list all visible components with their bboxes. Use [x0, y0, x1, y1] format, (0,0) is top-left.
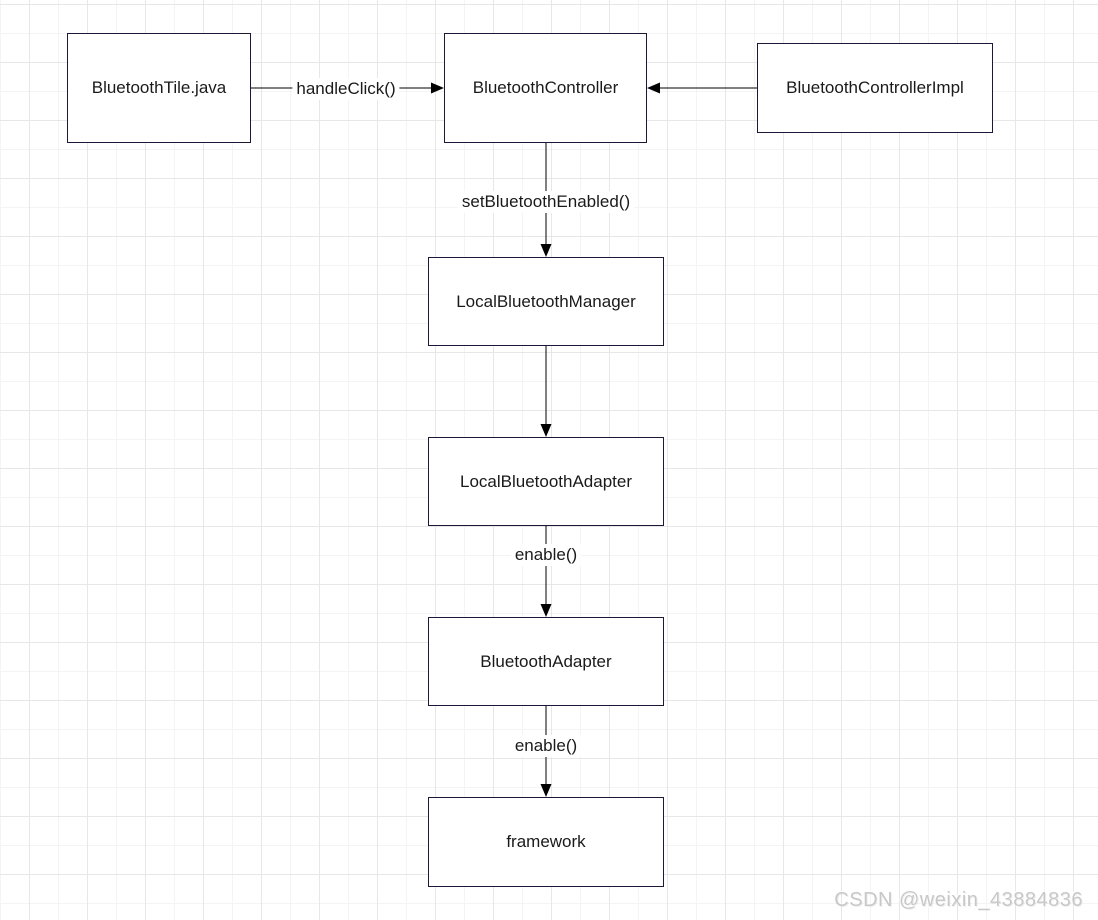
node-bluetooth-controller: BluetoothController: [444, 33, 647, 143]
arrowhead-right-icon: [431, 82, 444, 94]
arrowhead-down-icon: [540, 604, 552, 617]
edge-label-setbluetoothenabled: setBluetoothEnabled(): [457, 191, 635, 213]
node-label: BluetoothController: [472, 78, 619, 97]
node-label: BluetoothAdapter: [480, 651, 612, 671]
node-local-bluetooth-adapter: LocalBluetoothAdapter: [428, 437, 664, 526]
node-label: BluetoothTile.java: [91, 78, 227, 97]
csdn-watermark: CSDN @weixin_43884836: [834, 889, 1083, 911]
arrowhead-down-icon: [540, 784, 552, 797]
arrowhead-left-icon: [647, 82, 660, 94]
node-bluetooth-controller-impl: BluetoothControllerImpl: [757, 43, 993, 133]
arrowhead-down-icon: [540, 244, 552, 257]
node-framework: framework: [428, 797, 664, 887]
edge-label-handleclick: handleClick(): [292, 78, 400, 100]
node-local-bluetooth-manager: LocalBluetoothManager: [428, 257, 664, 346]
node-label: LocalBluetoothManager: [456, 291, 636, 311]
node-label: LocalBluetoothAdapter: [459, 471, 633, 491]
arrowhead-down-icon: [540, 424, 552, 437]
node-label: framework: [506, 832, 586, 851]
edge-label-enable-1: enable(): [510, 544, 582, 566]
edge-label-enable-2: enable(): [510, 735, 582, 757]
node-label: BluetoothControllerImpl: [786, 78, 964, 97]
node-bluetooth-tile: BluetoothTile.java: [67, 33, 251, 143]
node-bluetooth-adapter: BluetoothAdapter: [428, 617, 664, 706]
